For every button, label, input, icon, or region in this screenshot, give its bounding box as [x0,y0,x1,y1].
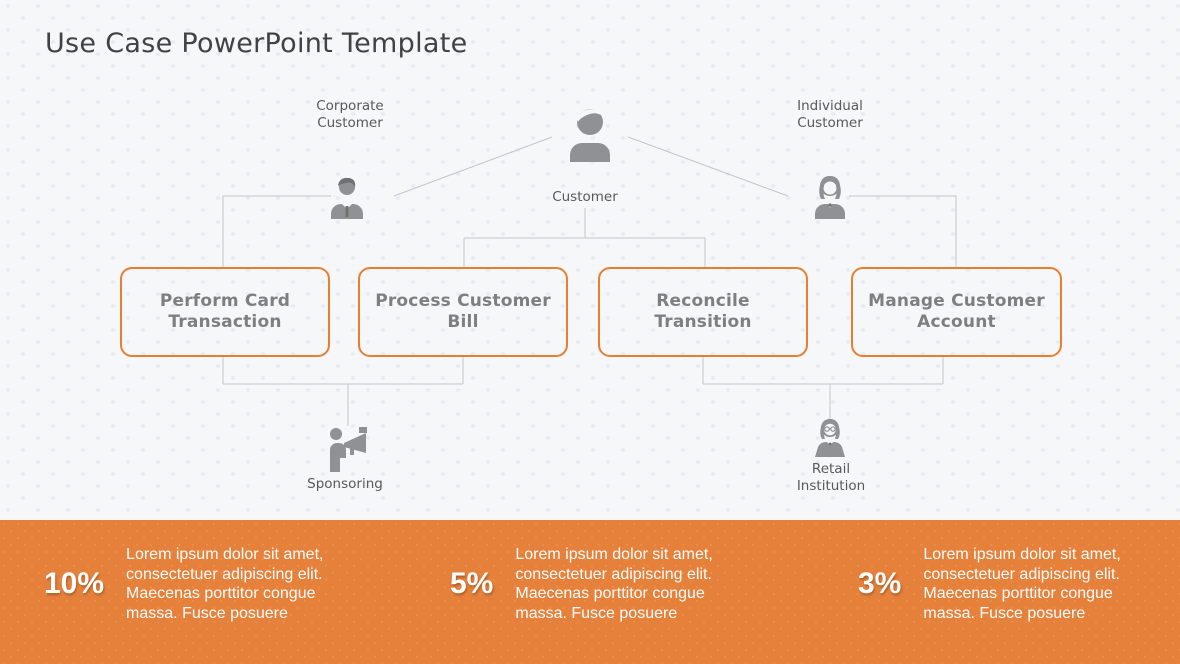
stat-text-3: Lorem ipsum dolor sit amet, consectetuer… [923,546,1121,622]
usecase-perform-card-transaction: Perform Card Transaction [120,267,330,357]
usecase-process-customer-bill: Process Customer Bill [358,267,568,357]
corporate-customer-label: Corporate Customer [316,98,384,131]
usecase-reconcile-transition: Reconcile Transition [598,267,808,357]
page-title: Use Case PowerPoint Template [45,28,468,59]
retail-institution-label: Retail Institution [796,461,866,494]
connector-lines [222,136,957,426]
stat-value-1: 10% [44,567,105,600]
stat-block-1: 10% Lorem ipsum dolor sit amet, consecte… [44,541,366,627]
person-icon [570,109,610,162]
stat-block-2: 5% Lorem ipsum dolor sit amet, consectet… [450,541,755,627]
individual-customer-label: Individual Customer [797,98,863,131]
stat-text-2: Lorem ipsum dolor sit amet, consectetuer… [515,546,713,622]
connector-customer-to-corporate [393,136,553,197]
businessman-icon [331,177,363,219]
stat-text-1: Lorem ipsum dolor sit amet, consectetuer… [126,546,324,622]
stat-value-2: 5% [450,567,494,600]
stats-band [0,520,1180,664]
connector-customer-to-individual [627,136,789,197]
woman-icon [815,176,845,219]
connector-individual-to-box4 [849,195,957,267]
connector-corporate-to-box1 [222,195,331,267]
stat-block-3: 3% Lorem ipsum dolor sit amet, consectet… [858,541,1163,627]
usecase-manage-customer-account: Manage Customer Account [851,267,1062,357]
megaphone-person-icon [330,427,367,472]
stat-value-3: 3% [858,567,902,600]
sponsoring-label: Sponsoring [307,476,383,492]
customer-label: Customer [552,189,618,205]
clerk-woman-icon [815,419,845,457]
